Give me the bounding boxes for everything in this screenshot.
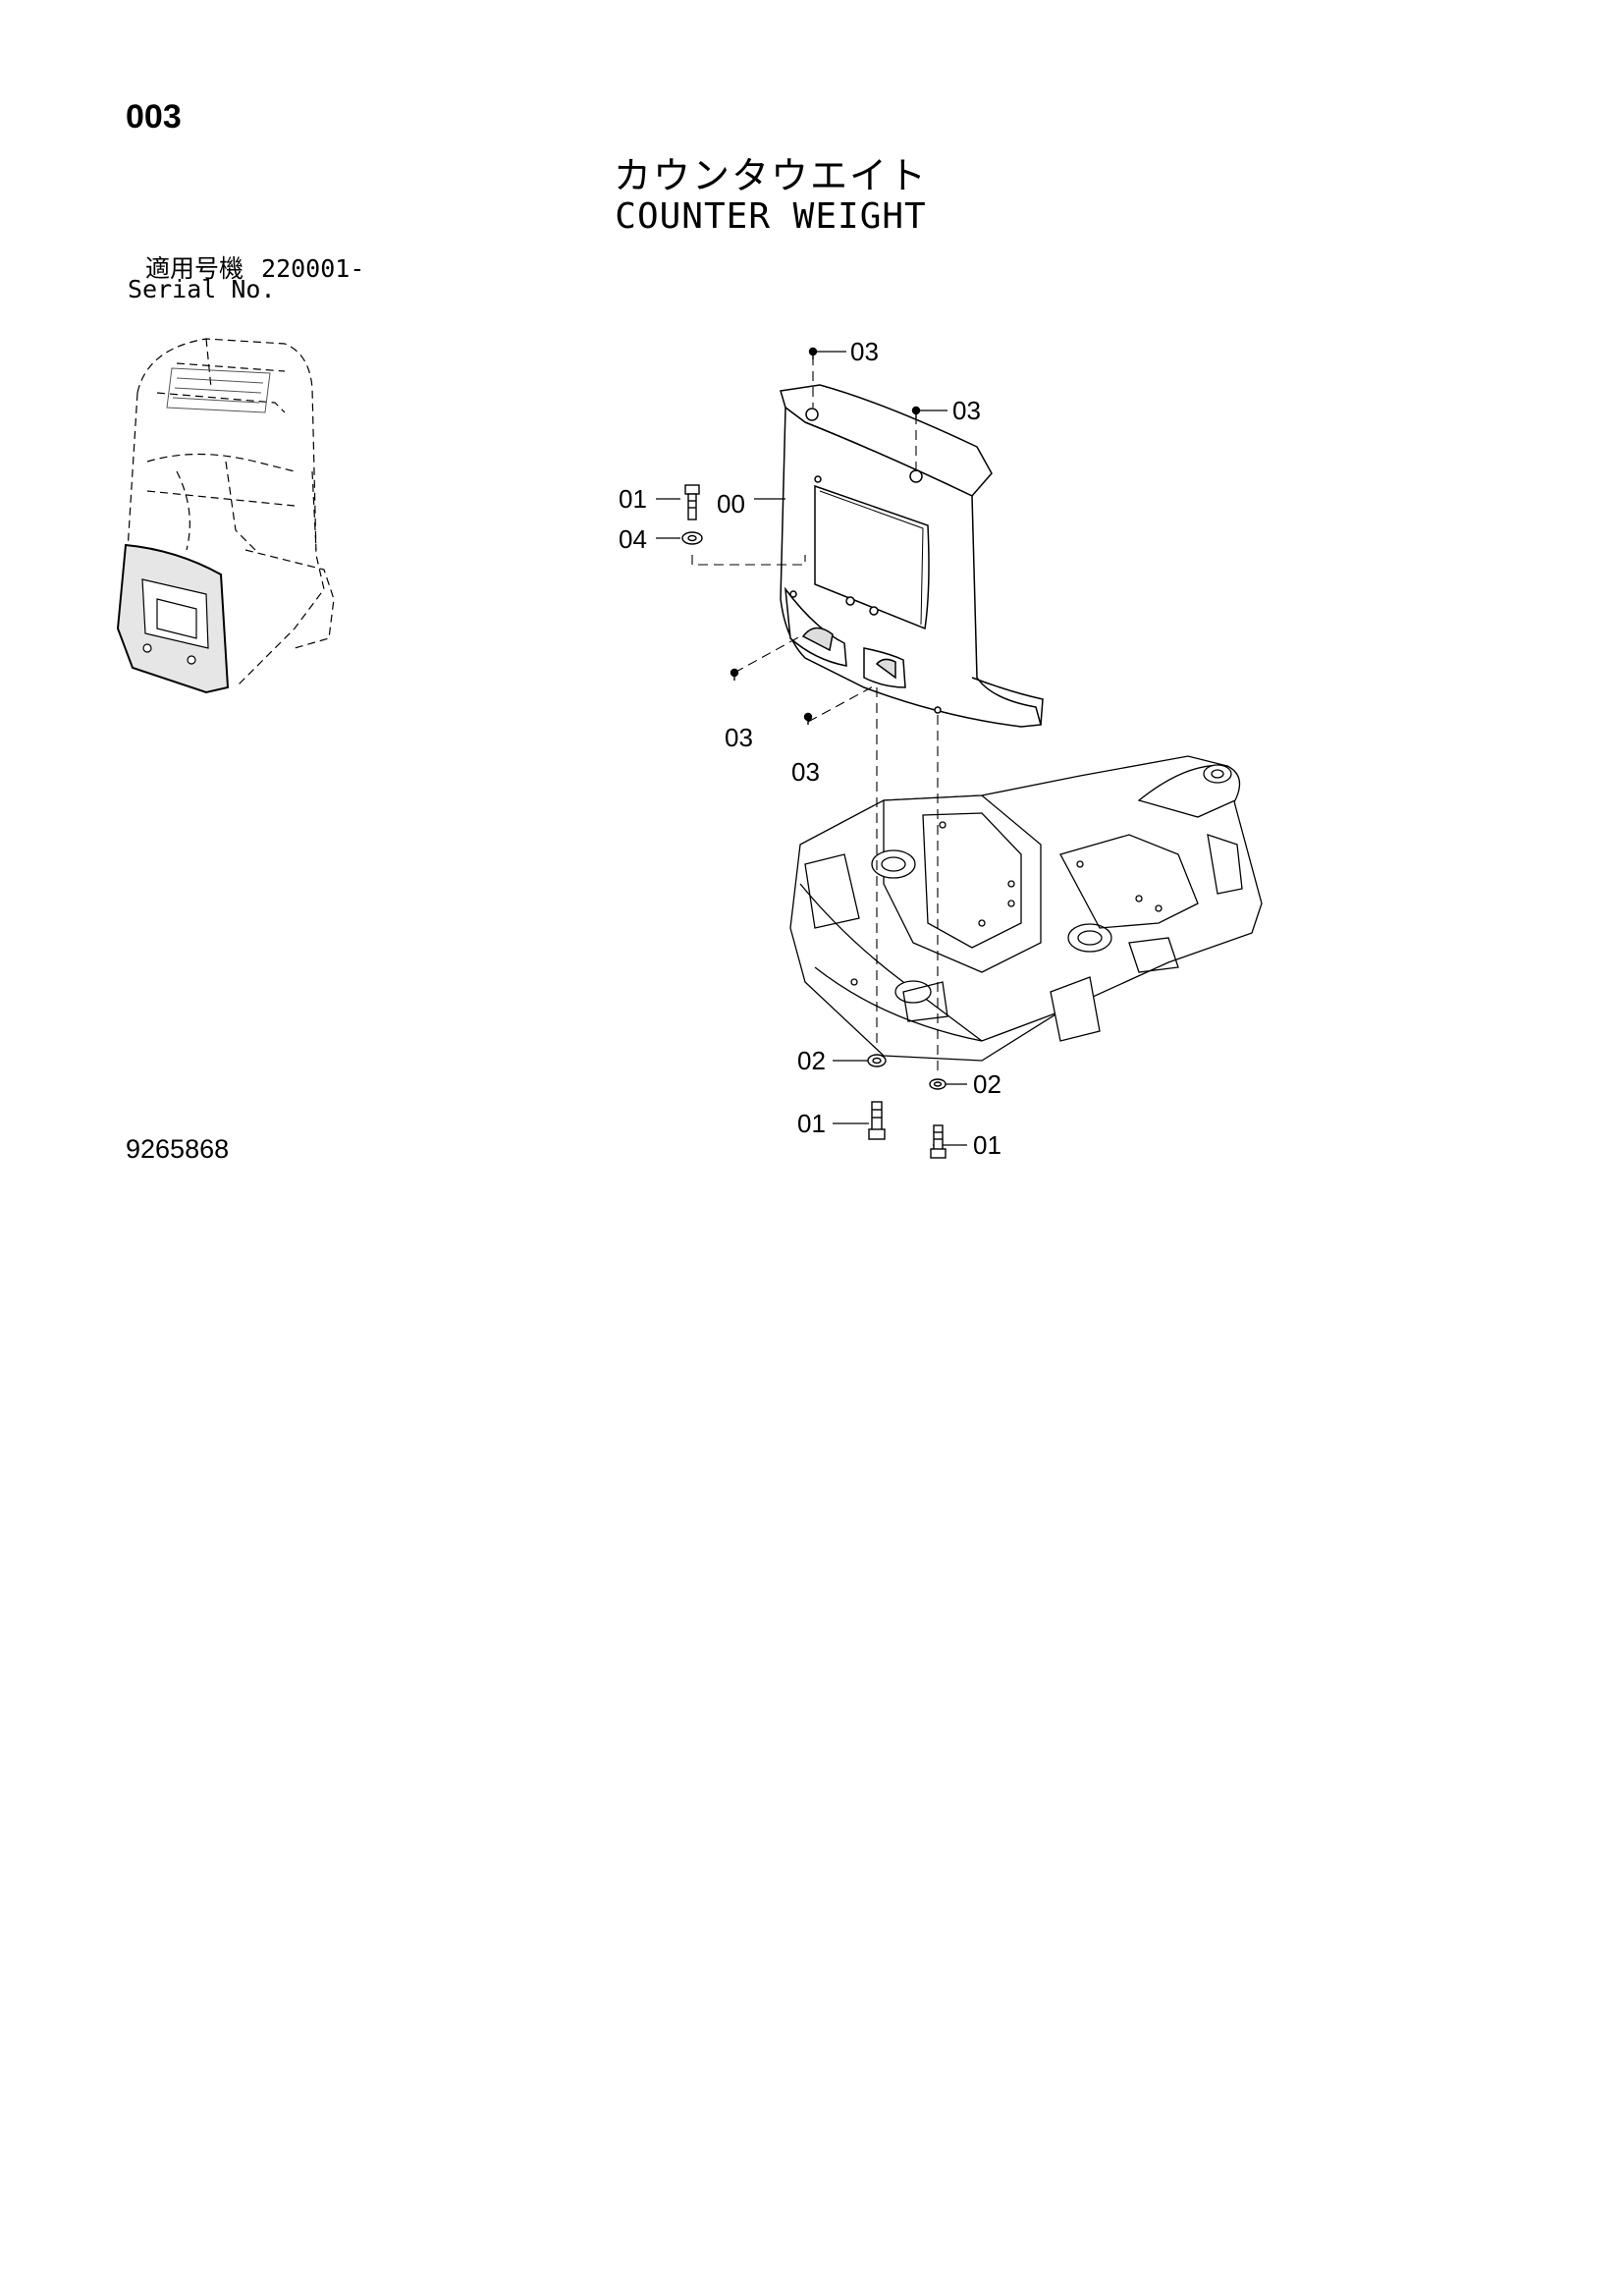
screw-icon: [803, 712, 813, 725]
callout-labels: 03 03 01 00 04 03 03 02 02 01 01: [619, 337, 1001, 1160]
callout-03: 03: [850, 337, 879, 366]
screw-icon: [808, 347, 818, 359]
bolt-icon: [684, 484, 700, 520]
screw-icon: [911, 406, 921, 418]
callout-01: 01: [619, 484, 647, 514]
callout-03: 03: [952, 396, 981, 425]
callout-03: 03: [725, 723, 753, 752]
serial-value: 220001-: [261, 254, 365, 283]
title-japanese: カウンタウエイト: [613, 154, 928, 197]
fasteners: [681, 347, 947, 1159]
callout-04: 04: [619, 524, 647, 554]
screw-icon: [730, 668, 739, 681]
counterweight-part: [780, 384, 1044, 728]
serial-label-en: Serial No.: [128, 275, 276, 303]
callout-02: 02: [797, 1046, 826, 1075]
upper-frame: [789, 755, 1263, 1062]
callout-01: 01: [973, 1130, 1001, 1160]
washer-icon: [681, 531, 703, 545]
title-english: COUNTER WEIGHT: [615, 196, 927, 237]
drawing-number: 9265868: [126, 1134, 230, 1164]
callout-01: 01: [797, 1109, 826, 1138]
serial-label-jp: 適用号機: [145, 254, 244, 283]
serial-row: 適用号機 220001-: [145, 249, 364, 285]
bolt-icon: [930, 1124, 947, 1159]
assembly-lines: [691, 355, 939, 1070]
page-number: 003: [126, 98, 182, 136]
bolt-icon: [868, 1101, 886, 1140]
overview-thumbnail: [116, 338, 335, 694]
washer-icon: [929, 1078, 947, 1090]
washer-icon: [867, 1054, 887, 1067]
callout-03: 03: [791, 757, 820, 787]
callout-02: 02: [973, 1069, 1001, 1099]
callout-00: 00: [717, 489, 745, 519]
